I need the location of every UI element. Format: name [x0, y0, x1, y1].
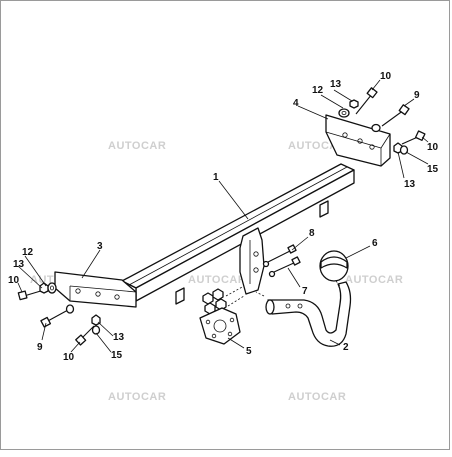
callout-nut-13-left-top: 13: [13, 259, 25, 270]
watermark-1: AUTOCAR: [108, 140, 166, 152]
right-hardware: [338, 87, 426, 155]
callout-washer-15-right: 15: [427, 164, 439, 175]
callout-left-bracket: 3: [97, 241, 103, 252]
watermark-5: AUTOCAR: [345, 274, 403, 286]
callout-bolt-9-right: 9: [414, 90, 420, 101]
callout-nut-13-right-bottom: 13: [404, 179, 416, 190]
leader-lines: [17, 79, 429, 353]
callout-crossbar: 1: [213, 172, 219, 183]
neck-bolts: [262, 244, 301, 278]
callout-right-bracket: 4: [293, 98, 299, 109]
callout-washer-12-left: 12: [22, 247, 34, 258]
callouts: 1 2 3 4 5 6 7 8 12 13 10 9 10 13 15 12 1…: [8, 71, 439, 363]
center-nuts: [202, 285, 245, 315]
right-bracket: [325, 114, 391, 167]
callout-socket-plate: 5: [246, 346, 252, 357]
ball-neck: [255, 281, 352, 347]
callout-washer-15-left: 15: [111, 350, 123, 361]
watermark-4: AUTOCAR: [188, 274, 246, 286]
callout-neck-bolt-8: 8: [309, 228, 315, 239]
watermark-6: AUTOCAR: [108, 391, 166, 403]
callout-nut-13-right-top: 13: [330, 79, 342, 90]
ball-cap: [319, 250, 349, 287]
callout-bolt-10-left-top: 10: [8, 275, 20, 286]
callout-bolt-9-left: 9: [37, 342, 43, 353]
left-hardware: [17, 282, 101, 346]
callout-nut-13-left-bottom: 13: [113, 332, 125, 343]
callout-washer-12-right: 12: [312, 85, 324, 96]
callout-ball-cap: 6: [372, 238, 378, 249]
socket-plate: [199, 307, 241, 345]
callout-bolt-10-right-top: 10: [380, 71, 392, 82]
callout-bolt-10-left-bottom: 10: [63, 352, 75, 363]
callout-neck-bolt-7: 7: [302, 286, 308, 297]
watermark-7: AUTOCAR: [288, 391, 346, 403]
callout-ball-neck: 2: [343, 342, 349, 353]
center-mount-plate: [239, 227, 265, 295]
callout-bolt-10-right-side: 10: [427, 142, 439, 153]
